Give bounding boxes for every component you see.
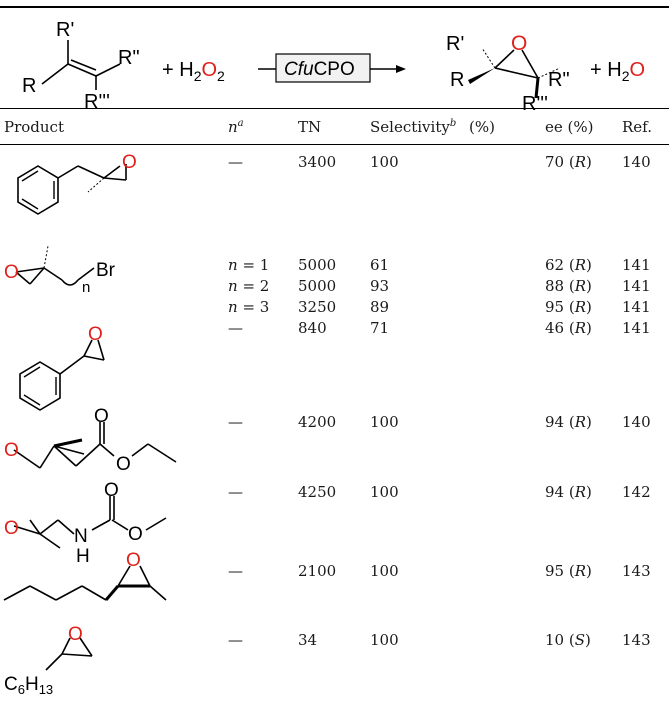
header-selectivity: Selectivityb (%) (370, 118, 495, 136)
row-tn: 4250 (298, 483, 337, 501)
product-o: O (511, 32, 527, 55)
label-r-double-prime: R" (118, 47, 140, 69)
row-selectivity: 100 (370, 562, 399, 580)
header-ref: Ref. (622, 118, 652, 136)
row-ee: 70 (R) (545, 153, 592, 171)
structure-row-3: O (19, 324, 105, 411)
row-tn: 3250 (298, 298, 337, 316)
row-selectivity: 93 (370, 277, 390, 295)
alkene-structure: R' R" R R''' (22, 19, 140, 110)
row-n: — (228, 153, 243, 171)
row-selectivity: 100 (370, 413, 399, 431)
row-selectivity: 100 (370, 153, 399, 171)
row-tn: 3400 (298, 153, 337, 171)
row-n: — (228, 562, 243, 580)
row-ref: 141 (622, 277, 651, 295)
header-tn: TN (298, 118, 322, 136)
row-ref: 143 (622, 562, 651, 580)
row-ee: 94 (R) (545, 413, 592, 431)
row-n: — (228, 483, 243, 501)
row-ref: 141 (622, 319, 651, 337)
product-r-triple-prime: R''' (522, 93, 548, 110)
svg-text:O: O (128, 524, 143, 545)
plus-h2o: + H2O (590, 59, 645, 84)
row-ref: 140 (622, 413, 651, 431)
svg-text:H: H (76, 546, 90, 567)
label-r-triple-prime: R''' (84, 91, 110, 110)
structure-row-1: O (17, 152, 137, 215)
row-ee: 94 (R) (545, 483, 592, 501)
row-ref: 140 (622, 153, 651, 171)
svg-text:Br: Br (96, 260, 116, 281)
row-tn: 5000 (298, 256, 337, 274)
plus-h2o2: + H2O2 (162, 59, 225, 84)
reaction-scheme: R' R" R R''' + H2O2 CfuCPO O R' R R" R''… (22, 19, 645, 110)
row-tn: 5000 (298, 277, 337, 295)
structure-row-5: O N H O O (4, 480, 167, 567)
row-ee: 88 (R) (545, 277, 592, 295)
row-ref: 141 (622, 298, 651, 316)
row-n: — (228, 631, 243, 649)
row-ee: 95 (R) (545, 562, 592, 580)
product-r-double-prime: R" (548, 69, 570, 91)
top-rule (0, 6, 669, 8)
row-n: — (228, 319, 243, 337)
row-ref: 141 (622, 256, 651, 274)
product-r-prime: R' (446, 33, 464, 55)
row-ref: 142 (622, 483, 651, 501)
svg-text:C6H13: C6H13 (4, 674, 53, 697)
row-n: n = 3 (228, 298, 270, 316)
header-ee: ee (%) (545, 118, 594, 136)
svg-text:N: N (74, 526, 88, 547)
row-tn: 2100 (298, 562, 337, 580)
svg-text:O: O (126, 550, 141, 571)
row-ee: 10 (S) (545, 631, 591, 649)
row-tn: 840 (298, 319, 327, 337)
header-n: na (228, 118, 244, 136)
svg-text:O: O (4, 262, 19, 283)
label-r-prime: R' (56, 19, 74, 41)
svg-text:O: O (94, 406, 109, 427)
row-n: n = 2 (228, 277, 270, 295)
row-n: — (228, 413, 243, 431)
structure-row-4: O O O (4, 406, 177, 475)
row-ref: 143 (622, 631, 651, 649)
svg-text:O: O (104, 480, 119, 501)
row-selectivity: 100 (370, 631, 399, 649)
product-r: R (450, 69, 464, 91)
row-n: n = 1 (228, 256, 270, 274)
row-tn: 4200 (298, 413, 337, 431)
row-selectivity: 71 (370, 319, 390, 337)
row-tn: 34 (298, 631, 318, 649)
svg-text:O: O (116, 454, 131, 475)
row-selectivity: 61 (370, 256, 390, 274)
svg-text:n: n (82, 279, 90, 296)
svg-text:O: O (68, 624, 83, 645)
svg-text:O: O (122, 152, 137, 173)
row-ee: 46 (R) (545, 319, 592, 337)
structure-row-7: O C6H13 (4, 624, 93, 697)
svg-text:O: O (4, 440, 19, 461)
row-selectivity: 100 (370, 483, 399, 501)
structure-row-6: O (3, 550, 167, 601)
row-ee: 62 (R) (545, 256, 592, 274)
header-bottom-rule (0, 144, 669, 145)
row-selectivity: 89 (370, 298, 390, 316)
label-r: R (22, 75, 36, 97)
header-product: Product (4, 118, 64, 136)
epoxide-structure: O R' R R" R''' (446, 32, 570, 110)
svg-text:O: O (4, 518, 19, 539)
product-structures: O O Br n O O O (3, 152, 177, 697)
structure-row-2: O Br n (4, 245, 116, 296)
enzyme-label: CfuCPO (284, 59, 355, 80)
row-ee: 95 (R) (545, 298, 592, 316)
svg-text:O: O (88, 324, 103, 345)
enzyme-box (275, 53, 371, 83)
header-top-rule (0, 108, 669, 109)
